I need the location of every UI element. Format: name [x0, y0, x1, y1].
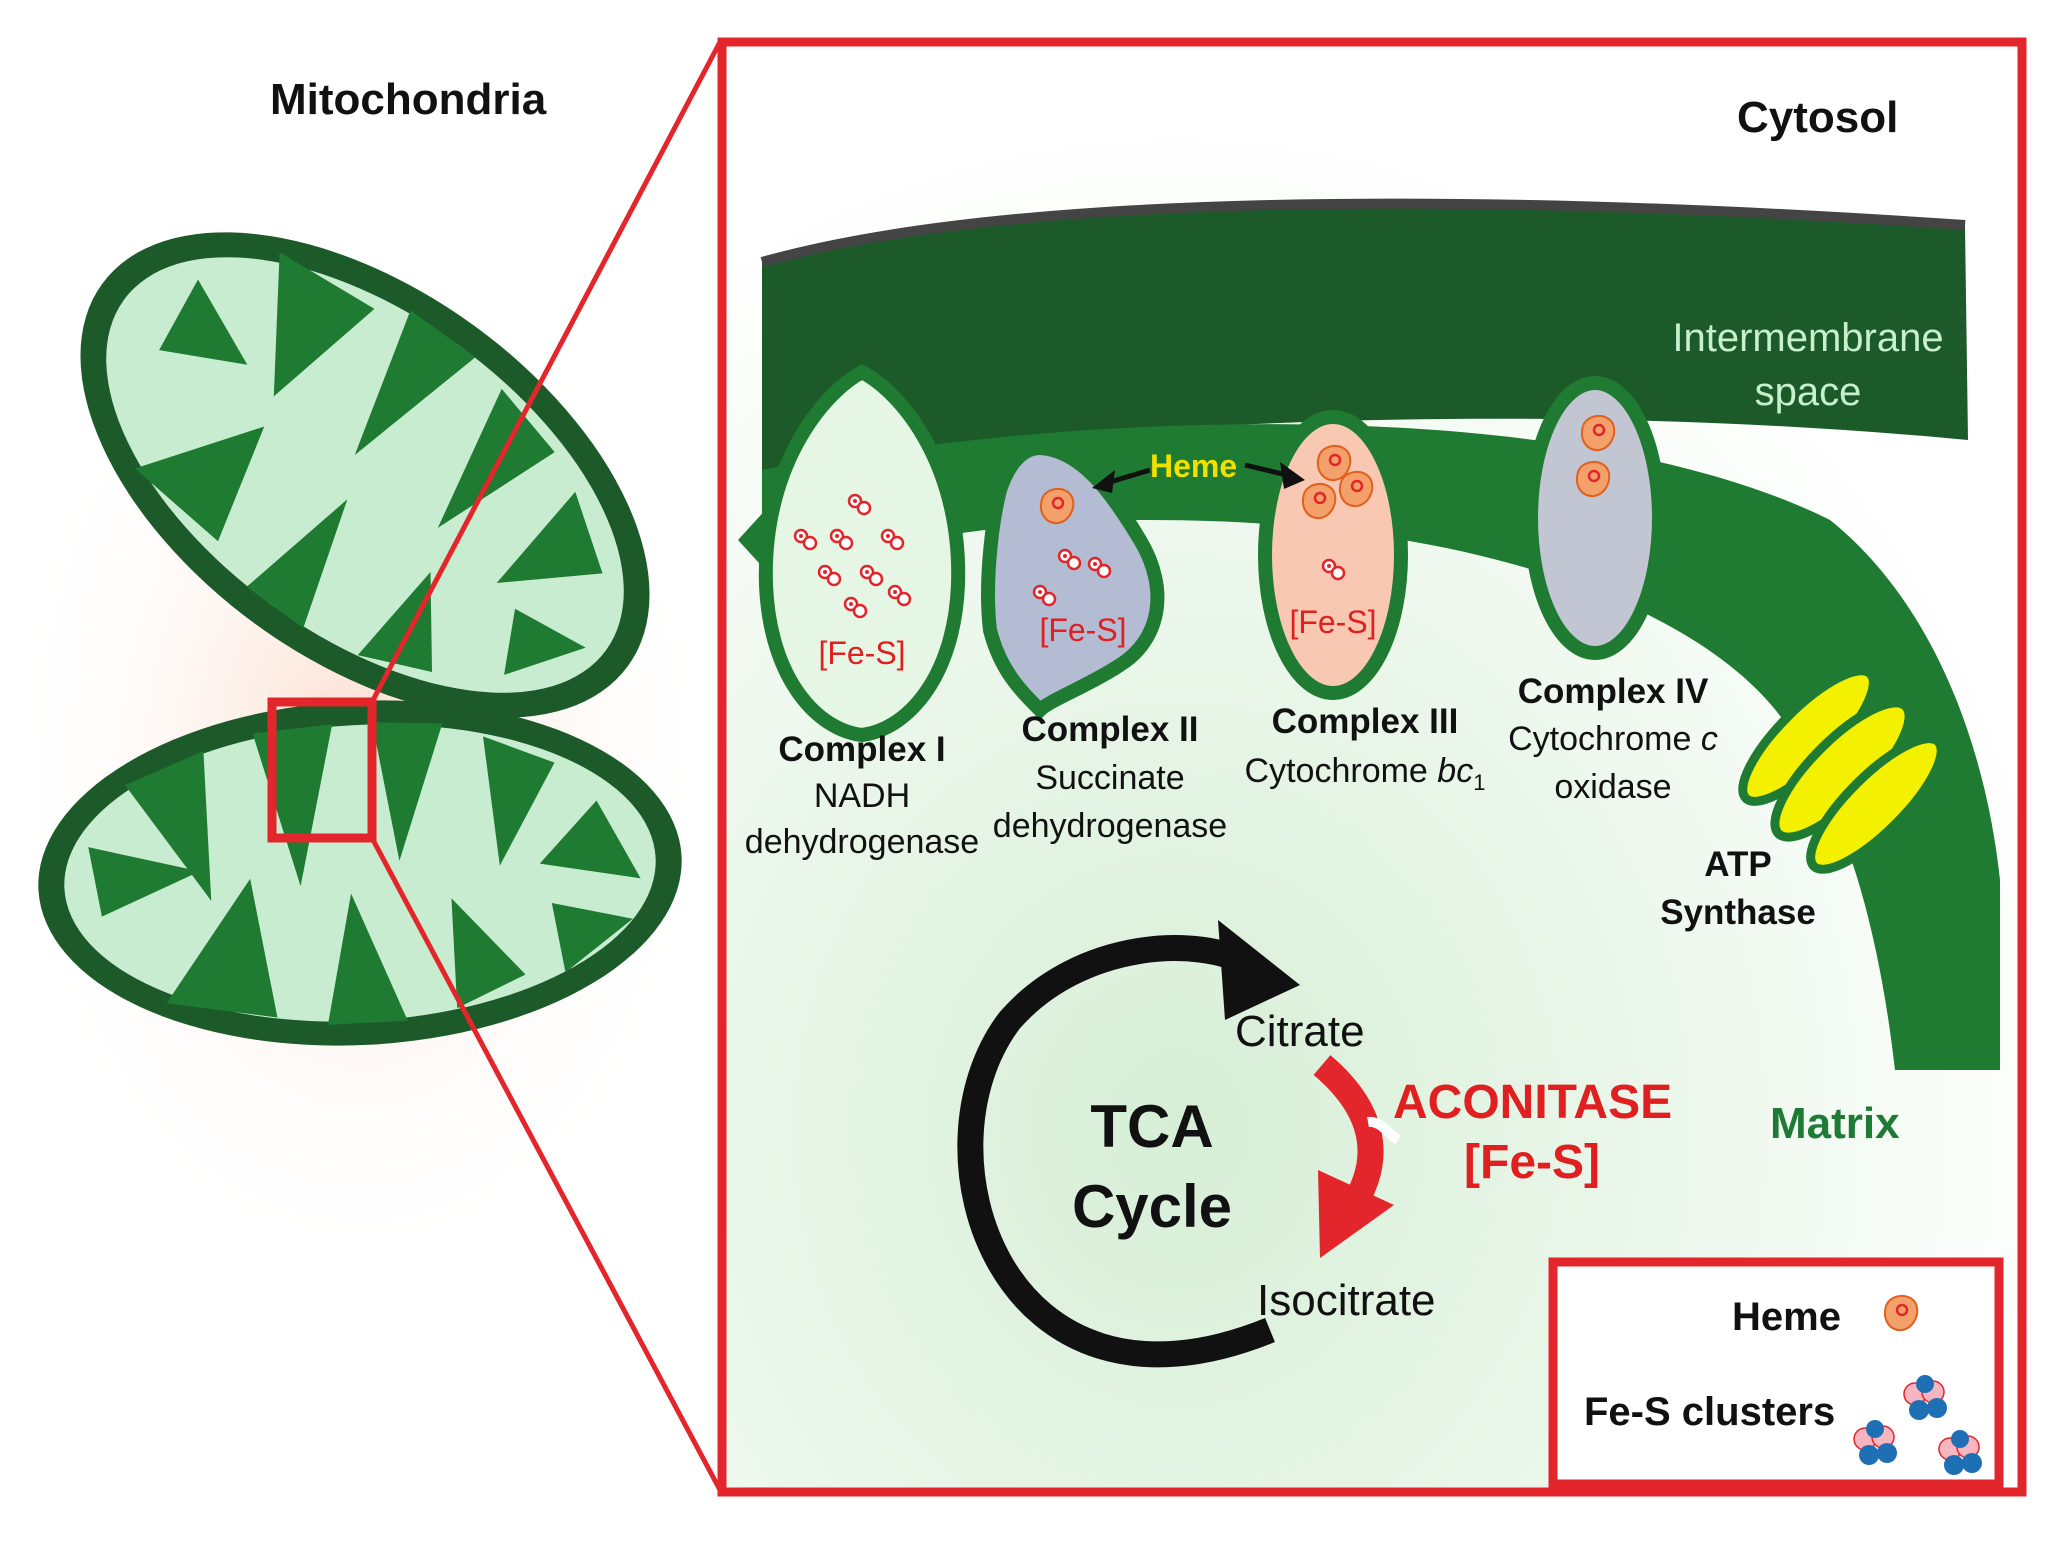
- complex-iii-sub: Cytochrome bc1: [1245, 754, 1486, 794]
- complex-iv-sub: Cytochrome c: [1508, 722, 1718, 756]
- mitochondrion-top: [80, 232, 650, 718]
- inner-membrane: [762, 424, 2000, 1070]
- legend-heme-icon: [1883, 1294, 1919, 1332]
- citrate-label: Citrate: [1235, 1007, 1365, 1056]
- complex-iii-sub-subscript: 1: [1473, 769, 1486, 795]
- mitochondrion-bottom: [38, 700, 682, 1046]
- complex-iv-name: Complex IV: [1517, 672, 1709, 711]
- complex-iii-sub-italic: bc: [1437, 752, 1474, 790]
- complex-iii-sub-prefix: Cytochrome: [1244, 752, 1438, 790]
- aconitase-arrow: [1313, 1055, 1401, 1258]
- complex-iv-shape: [1524, 376, 1666, 660]
- legend-fes-label: Fe-S clusters: [1584, 1390, 1836, 1434]
- complex-i-sub-2: dehydrogenase: [744, 823, 980, 861]
- complex-iii-name: Complex III: [1271, 702, 1459, 741]
- complex-ii-cluster: [Fe-S]: [1039, 612, 1127, 648]
- complex-i-sub-1: NADH: [813, 777, 911, 815]
- atp-synthase-label-2: Synthase: [1660, 893, 1816, 932]
- complex-iv-sub-italic: c: [1700, 720, 1718, 758]
- complex-i-cluster: [Fe-S]: [818, 635, 906, 671]
- atp-synthase-shape: [1738, 666, 1946, 874]
- outer-membrane: [762, 203, 1968, 471]
- complex-ii-name: Complex II: [1021, 710, 1199, 749]
- tca-cycle-arrow: [957, 920, 1300, 1368]
- legend-box: [1548, 1257, 2004, 1489]
- complex-i-name: Complex I: [778, 730, 946, 769]
- complex-ii-shape: [981, 440, 1165, 720]
- intermembrane-label-2: space: [1754, 370, 1862, 414]
- mitochondria-title: Mitochondria: [270, 75, 547, 124]
- complex-ii-sub-1: Succinate: [1035, 759, 1185, 797]
- intermembrane-label-1: Intermembrane: [1672, 316, 1944, 360]
- complex-i-shape: [758, 364, 966, 743]
- cytosol-label: Cytosol: [1737, 93, 1899, 142]
- atp-synthase-label-1: ATP: [1704, 845, 1772, 884]
- complex-ii-sub-2: dehydrogenase: [992, 807, 1228, 845]
- complex-iv-sub-prefix: Cytochrome: [1508, 720, 1701, 758]
- complex-iii-cluster: [Fe-S]: [1289, 604, 1377, 640]
- heme-arrow-label: Heme: [1150, 448, 1238, 484]
- aconitase-cluster: [Fe-S]: [1464, 1136, 1600, 1189]
- tca-title-2: Cycle: [1071, 1173, 1233, 1240]
- complex-iii-shape: [1258, 410, 1408, 700]
- complex-iv-sub-2: oxidase: [1554, 768, 1672, 806]
- zoom-box: [267, 697, 377, 843]
- tca-title-1: TCA: [1090, 1093, 1214, 1160]
- aconitase-label: ACONITASE: [1393, 1076, 1673, 1129]
- legend-heme-label: Heme: [1732, 1295, 1841, 1339]
- matrix-label: Matrix: [1770, 1099, 1900, 1148]
- isocitrate-label: Isocitrate: [1257, 1276, 1436, 1325]
